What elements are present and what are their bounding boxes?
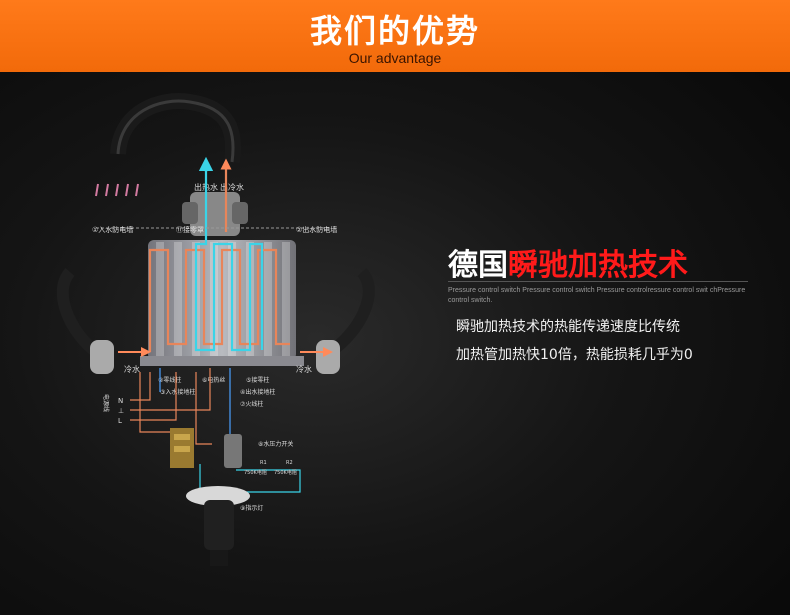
heater-diagram: 出热水 出冷水 ①入水防电墙 ⑪接零罩 ②出水防电墙 冷水 冷水 [56, 93, 375, 566]
live-post-label: ⑦火线柱 [240, 400, 263, 408]
heater-wire-label: ⑥电热丝 [202, 376, 225, 384]
outlet-elec-wall-label: ②出水防电墙 [296, 225, 337, 234]
bottom-knob [204, 500, 234, 550]
banner-title: 我们的优势 [309, 12, 480, 50]
faucet-base [190, 192, 240, 236]
banner-subtitle: Our advantage [348, 50, 442, 66]
right-connector [316, 340, 340, 374]
cold-water-left-label: 冷水 [124, 364, 140, 374]
indicator-disc [186, 486, 250, 506]
header-banner: 我们的优势 Our advantage [0, 0, 790, 72]
resistor-a-label: 750K电阻 [244, 469, 267, 476]
pressure-switch-label: ⑧水压力开关 [258, 440, 293, 448]
indicator-label: ⑨指示灯 [240, 504, 263, 512]
l-terminal-label: L [118, 417, 122, 425]
heading-divider [448, 281, 748, 282]
resistor-b-label: 750K电阻 [274, 469, 297, 476]
pressure-switch-body [224, 434, 242, 468]
right-side-pipe [326, 267, 375, 357]
cold-water-right-label: 冷水 [296, 364, 312, 374]
heading-white: 德国 [448, 248, 508, 283]
neutral-post-label: ②零线柱 [158, 376, 181, 384]
ground-post-label: ⑤接零柱 [246, 376, 269, 384]
description-line-2: 加热管加热快10倍，热能损耗几乎为0 [456, 347, 693, 363]
wiring [130, 368, 301, 493]
r1-label: R1 [260, 460, 267, 466]
hot-water-flow [148, 248, 290, 352]
r2-label: R2 [286, 460, 293, 466]
outlet-ground-post-label: ④出水接地柱 [240, 388, 275, 396]
heading-red: 瞬驰加热技术 [508, 248, 688, 283]
description-line-1: 瞬驰加热技术的热能传递速度比传统 [456, 319, 680, 335]
inlet-elec-wall-label: ①入水防电墙 [92, 225, 133, 234]
technology-heading: 德国瞬驰加热技术 [448, 240, 688, 284]
cold-water-out-label: 出冷水 [220, 182, 244, 192]
n-terminal-label: N [118, 397, 123, 405]
left-side-pipe [56, 267, 100, 357]
english-caption: Pressure control switch Pressure control… [448, 287, 746, 304]
guard-label: ⑪接零罩 [176, 225, 204, 234]
power-cord-label: 电源线 [102, 394, 110, 412]
ground-terminal-label: ⊥ [118, 407, 124, 415]
inlet-ground-post-label: ③入水接地柱 [160, 388, 195, 396]
left-connector [90, 340, 114, 374]
cold-water-flow [194, 172, 264, 352]
shower-spray-icon [95, 183, 139, 197]
